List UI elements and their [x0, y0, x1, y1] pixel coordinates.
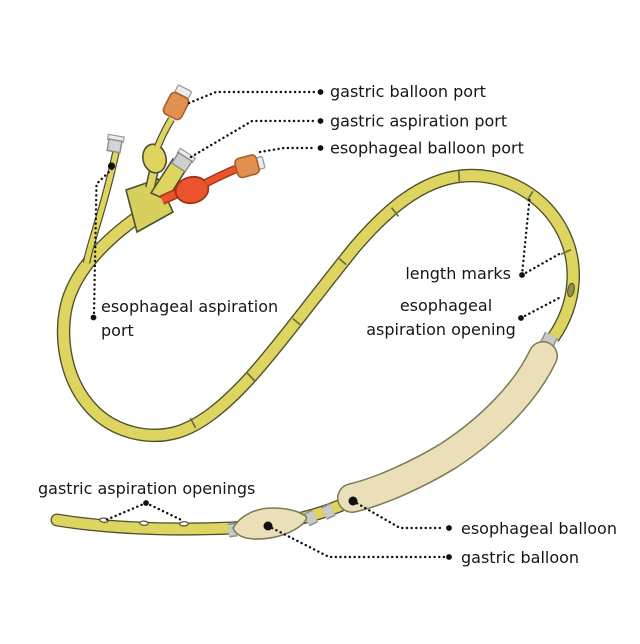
label-esophageal-aspiration-opening-line2: aspiration opening — [366, 320, 516, 339]
esophageal-balloon-fill — [338, 342, 557, 512]
label-gastric-balloon-port: gastric balloon port — [330, 82, 486, 101]
port-assembly — [82, 84, 266, 264]
label-esophageal-aspiration-opening-line1: esophageal — [400, 296, 492, 315]
leader-esophageal-aspiration-opening — [519, 295, 563, 320]
leader-esophageal-balloon — [351, 499, 446, 530]
label-esophageal-balloon-port: esophageal balloon port — [330, 139, 524, 158]
esophageal-balloon-port-assembly — [159, 154, 266, 205]
label-gastric-aspiration-port: gastric aspiration port — [330, 112, 507, 131]
gastric-aspiration-openings-holes — [99, 517, 189, 527]
leader-lines — [90, 89, 563, 560]
labels: gastric balloon port gastric aspiration … — [38, 82, 617, 567]
label-esophageal-balloon: esophageal balloon — [461, 519, 617, 538]
leader-esophageal-balloon-port — [258, 146, 316, 154]
leader-length-marks-lower — [520, 251, 563, 277]
leader-gastric-aspiration-port — [189, 119, 316, 159]
leader-gastric-balloon-port — [187, 90, 316, 105]
label-gastric-aspiration-openings: gastric aspiration openings — [38, 479, 255, 498]
esophageal-aspiration-opening-hole — [567, 282, 575, 298]
label-esophageal-aspiration-port-line1: esophageal aspiration — [101, 297, 278, 316]
gastric-balloon-port-assembly — [142, 84, 192, 190]
leader-gastric-openings-left — [105, 501, 148, 521]
main-tube-loop — [56, 168, 580, 442]
main-tube-fill — [58, 170, 579, 441]
esophageal-aspiration-port-marker-dot — [107, 162, 116, 170]
leader-length-marks-upper — [520, 197, 531, 277]
esophageal-aspiration-port-cap — [106, 133, 125, 154]
esophageal-balloon — [337, 341, 558, 513]
esophageal-balloon-port-cap — [234, 154, 266, 179]
label-esophageal-aspiration-port-line2: port — [101, 321, 134, 340]
gastric-balloon-port-cap — [162, 84, 192, 121]
length-marks-group — [189, 170, 572, 429]
leader-esophageal-aspiration-port — [92, 167, 114, 315]
gastric-pilot-bulb — [142, 143, 167, 174]
leader-gastric-openings-right — [144, 501, 184, 522]
leader-gastric-balloon — [266, 524, 446, 559]
label-length-marks: length marks — [405, 264, 511, 283]
gastric-aspiration-port-cap — [170, 147, 197, 173]
label-gastric-balloon: gastric balloon — [461, 548, 579, 567]
